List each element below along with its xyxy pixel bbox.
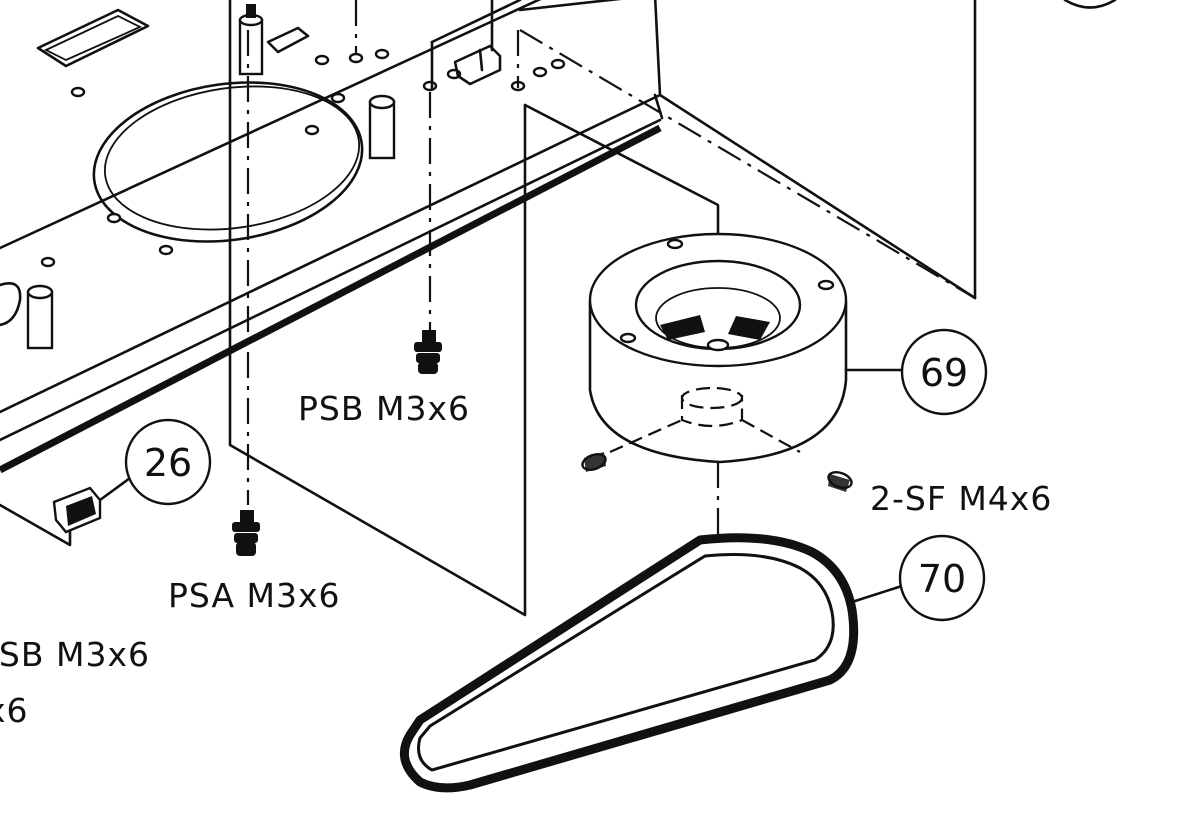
label-psa-m3x6: PSA M3x6 — [168, 576, 341, 615]
standoff-post — [238, 4, 264, 76]
callout-label: 69 — [920, 351, 968, 395]
part-26-clip-icon — [52, 476, 132, 534]
callout-partial — [1063, 0, 1117, 9]
callout-26: 26 — [124, 418, 212, 506]
callout-label: 26 — [144, 441, 192, 485]
screw-psa-icon — [232, 510, 260, 556]
set-screw-right-icon — [827, 471, 853, 492]
screw-psb-top-icon — [414, 330, 442, 374]
set-screw-left-icon — [581, 452, 607, 472]
callout-label: 70 — [918, 557, 966, 601]
part-69-pulley — [588, 232, 907, 464]
label-sf-m4x6: 2-SF M4x6 — [870, 479, 1052, 518]
chassis-plate — [0, 0, 664, 547]
callout-69: 69 — [900, 328, 988, 416]
label-m3x6-cut: x6 — [0, 691, 29, 730]
standoff-post — [368, 94, 396, 160]
callout-70: 70 — [898, 534, 986, 622]
part-70-belt — [399, 533, 907, 793]
label-psb-m3x6-top: PSB M3x6 — [298, 389, 470, 428]
label-psb-m3x6-left: PSB M3x6 — [0, 635, 150, 674]
standoff-post — [0, 282, 54, 350]
